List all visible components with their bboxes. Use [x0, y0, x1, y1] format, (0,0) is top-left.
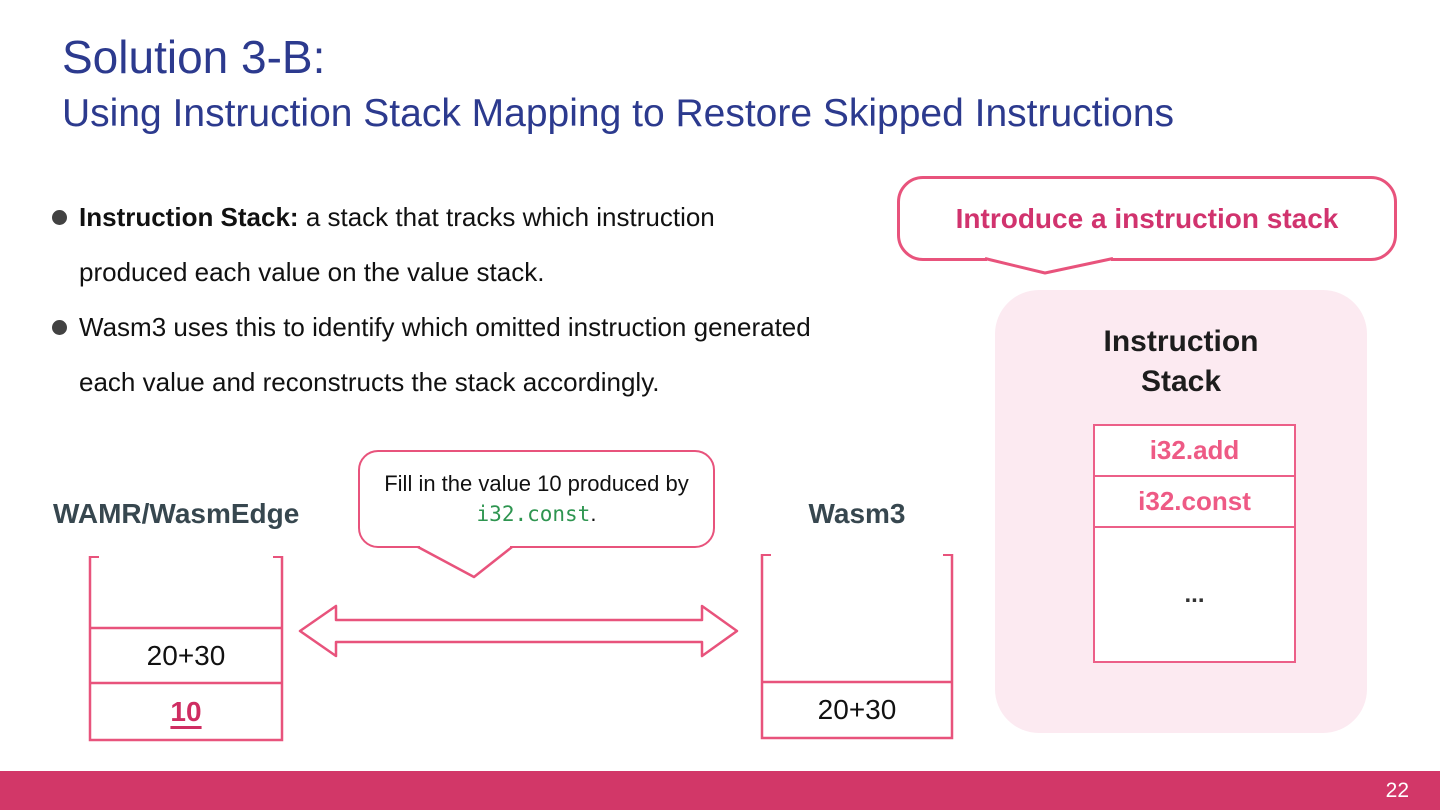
bullet-text: a stack that tracks which instruction — [298, 202, 715, 232]
intro-speech-bubble-text: Introduce a instruction stack — [955, 202, 1339, 234]
bullet-list: Instruction Stack: a stack that tracks w… — [52, 190, 922, 410]
stack-row-i32-add: i32.add — [1095, 426, 1294, 477]
bullet-line: each value and reconstructs the stack ac… — [79, 367, 660, 397]
stack-row-ellipsis: ... — [1184, 580, 1205, 608]
i32-const-code: i32.const — [476, 502, 591, 526]
bullet-line: produced each value on the value stack. — [79, 257, 545, 287]
bullet-dot-icon — [52, 210, 67, 225]
panel-title-line: Instruction — [1103, 325, 1259, 358]
wamr-cell-top: 20+30 — [146, 639, 226, 671]
page-subtitle: Using Instruction Stack Mapping to Resto… — [62, 92, 1175, 135]
bullet-line: Wasm3 uses this to identify which omitte… — [79, 312, 811, 342]
bullet-dot-icon — [52, 320, 67, 335]
page-number: 22 — [1385, 778, 1409, 802]
footer-bar: 22 — [0, 771, 1440, 810]
fill-speech-bubble-text: Fill in the value 10 produced by — [384, 471, 689, 496]
wamr-stack-label: WAMR/WasmEdge — [53, 498, 300, 529]
double-arrow — [298, 604, 739, 658]
wasm3-cell: 20+30 — [817, 694, 897, 725]
stack-row-i32-const: i32.const — [1095, 477, 1294, 528]
instruction-stack-panel-title: Instruction Stack — [995, 322, 1367, 402]
fill-speech-bubble: Fill in the value 10 produced by i32.con… — [358, 450, 715, 548]
bullet-item: Instruction Stack: a stack that tracks w… — [52, 190, 922, 300]
bullet-line: Instruction Stack: a stack that tracks w… — [79, 190, 922, 245]
intro-speech-bubble: Introduce a instruction stack — [897, 176, 1397, 261]
bullet-item: Wasm3 uses this to identify which omitte… — [52, 300, 922, 410]
fill-speech-bubble-code-line: i32.const. — [477, 499, 597, 529]
code-suffix: . — [590, 501, 597, 526]
instruction-stack-table: i32.add i32.const ... — [1093, 424, 1296, 663]
filled-value-10: 10 — [170, 695, 202, 727]
fill-bubble-tail — [417, 545, 513, 579]
page-title: Solution 3-B: — [62, 31, 326, 83]
panel-title-line: Stack — [1140, 365, 1222, 398]
bullet-bold-text: Instruction Stack: — [79, 202, 299, 232]
wamr-cell-bottom: 10 — [90, 683, 282, 740]
wasm3-stack-label: Wasm3 — [808, 498, 906, 529]
